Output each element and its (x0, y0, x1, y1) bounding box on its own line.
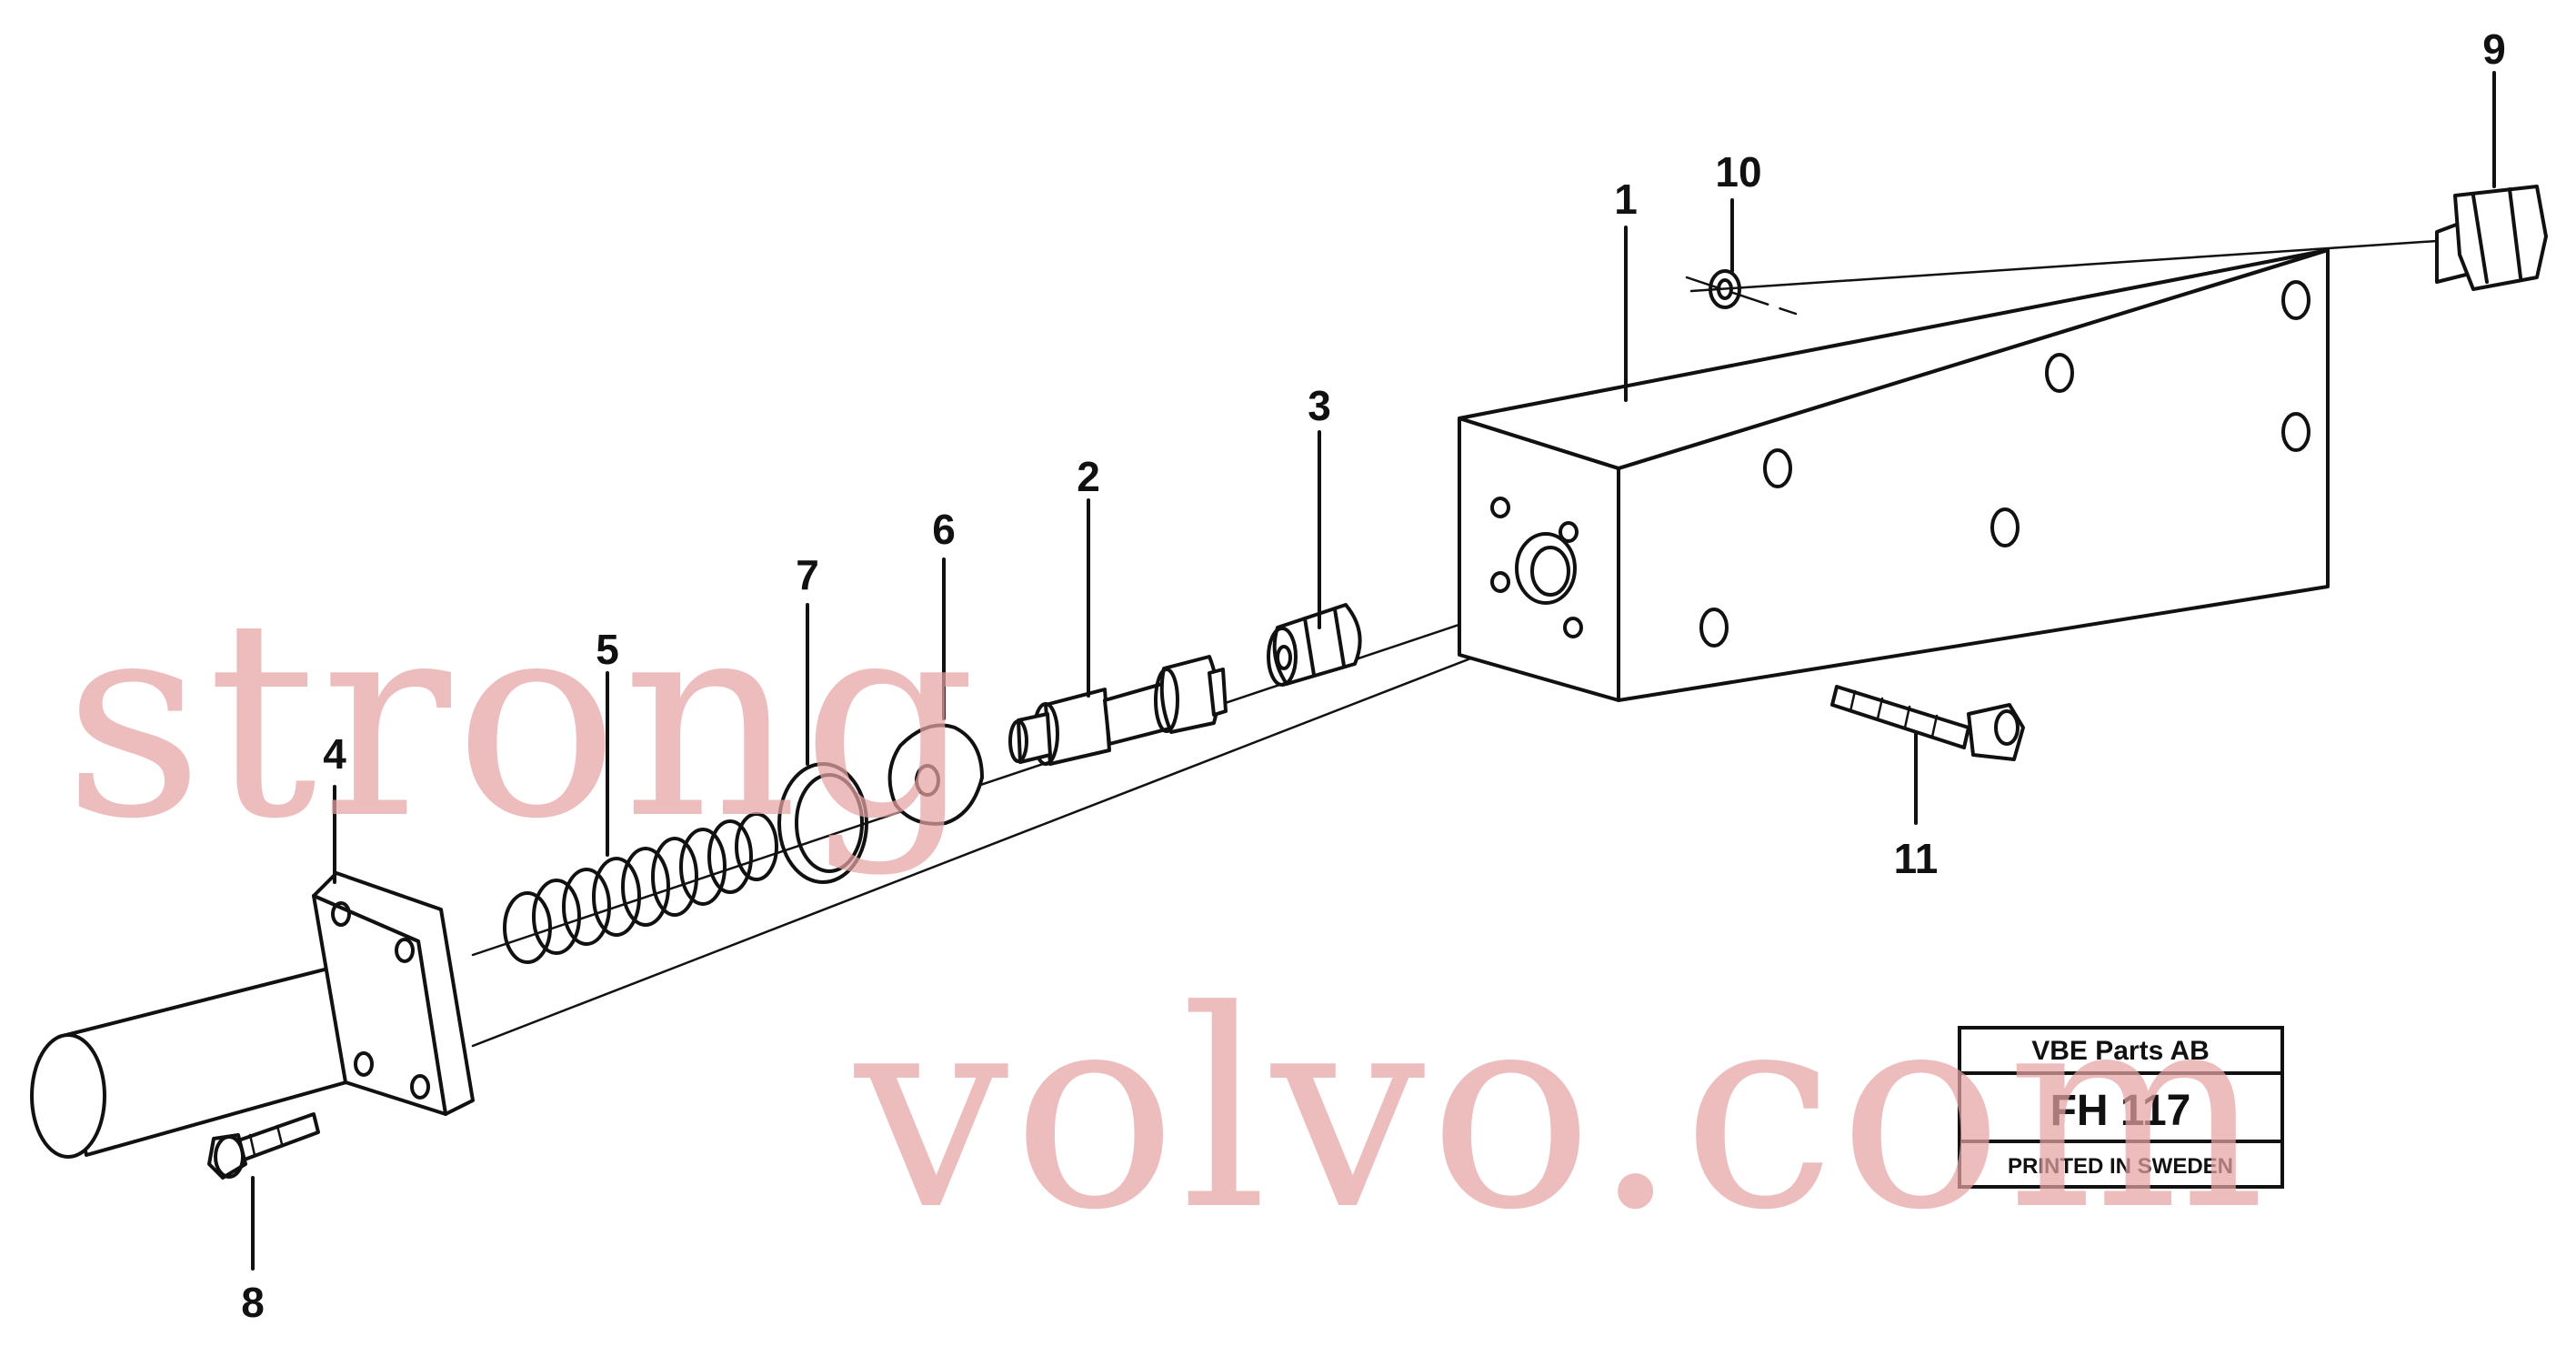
title-printed: PRINTED IN SWEDEN (2008, 1154, 2233, 1179)
part-number-labels: 1 2 3 4 5 6 7 8 9 10 11 (241, 25, 2506, 1326)
part-label-10: 10 (1715, 148, 1761, 196)
part-label-11: 11 (1894, 835, 1939, 882)
plug-part-9 (2435, 185, 2548, 291)
watermark-line-1: strong (64, 561, 980, 879)
part-label-6: 6 (932, 506, 956, 553)
part-label-4: 4 (323, 730, 346, 778)
title-company: VBE Parts AB (2031, 1036, 2210, 1066)
assembly-axis-lines (471, 239, 2439, 1048)
screw-part-8 (207, 1112, 320, 1180)
disc-part-6 (887, 723, 984, 826)
title-code: FH 117 (2050, 1087, 2191, 1135)
watermark-line-2: volvo.com (850, 952, 2269, 1270)
part-label-9: 9 (2482, 25, 2506, 73)
spool-part-2 (1008, 655, 1228, 766)
part-label-1: 1 (1614, 176, 1638, 223)
part-label-5: 5 (596, 626, 619, 673)
valve-body-part-1 (1458, 248, 2330, 702)
spring-part-5 (503, 812, 778, 964)
screw-part-11 (1830, 685, 2025, 761)
washer-part-10 (1709, 269, 1741, 309)
part-label-2: 2 (1077, 453, 1100, 500)
leader-lines (251, 71, 2496, 1271)
end-cap-part-4 (30, 871, 475, 1159)
o-ring-part-7 (777, 762, 868, 884)
sleeve-part-3 (1267, 603, 1362, 687)
watermark: strong volvo.com (64, 561, 2269, 1270)
part-label-8: 8 (241, 1279, 265, 1326)
title-block: VBE Parts AB FH 117 PRINTED IN SWEDEN (1958, 1026, 2284, 1189)
part-label-3: 3 (1308, 382, 1331, 429)
part-label-7: 7 (796, 551, 819, 598)
